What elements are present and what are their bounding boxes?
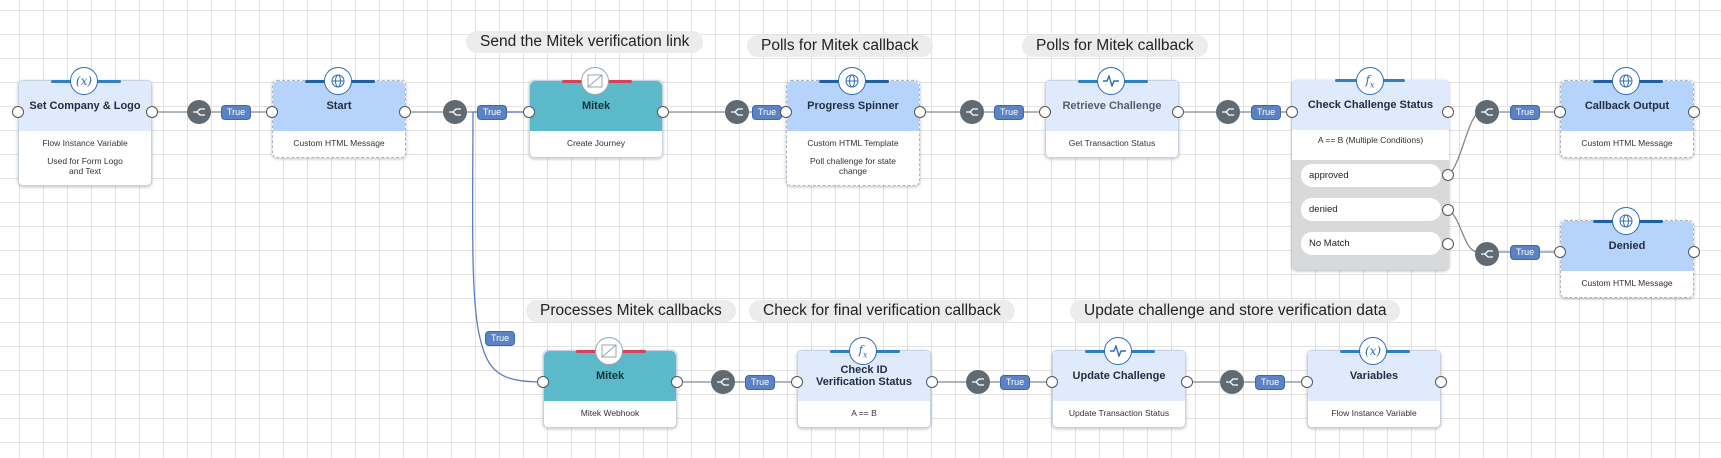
input-port[interactable] <box>266 106 278 118</box>
globe-icon <box>838 67 866 95</box>
node-subtitle: A == B (Multiple Conditions) <box>1292 130 1449 160</box>
true-badge: True <box>485 331 516 346</box>
node-subtitle: Update Transaction Status <box>1068 408 1170 418</box>
node-subtitle: Custom HTML Message <box>1581 278 1673 288</box>
input-port[interactable] <box>1039 106 1051 118</box>
section-label-polls-2: Polls for Mitek callback <box>1022 35 1208 57</box>
true-badge: True <box>1510 245 1541 260</box>
output-port[interactable] <box>399 106 411 118</box>
node-set-company[interactable]: (x) Set Company & Logo Flow Instance Var… <box>18 67 152 186</box>
node-check-challenge-status[interactable]: Check Challenge Status fx A == B (Multip… <box>1292 67 1449 270</box>
switch-icon[interactable] <box>960 100 984 124</box>
node-start[interactable]: Start Custom HTML Message <box>272 67 406 158</box>
output-port-denied[interactable] <box>1442 204 1454 216</box>
function-icon: fx <box>849 337 877 365</box>
node-subtitle: Custom HTML Message <box>1581 138 1673 148</box>
true-badge: True <box>1255 375 1286 390</box>
section-label-processes: Processes Mitek callbacks <box>526 300 736 322</box>
output-port[interactable] <box>914 106 926 118</box>
input-port[interactable] <box>1286 106 1298 118</box>
true-badge: True <box>1510 105 1541 120</box>
output-port[interactable] <box>1172 106 1184 118</box>
node-variables[interactable]: (x) Variables Flow Instance Variable <box>1307 337 1441 428</box>
output-port-approved[interactable] <box>1442 169 1454 181</box>
node-check-id-verification[interactable]: fx Check ID Verification Status A == B <box>797 337 931 428</box>
node-title: Progress Spinner <box>787 81 919 131</box>
section-label-check-final: Check for final verification callback <box>749 300 1015 322</box>
switch-icon[interactable] <box>725 100 749 124</box>
output-port[interactable] <box>1435 376 1447 388</box>
output-port[interactable] <box>1181 376 1193 388</box>
node-description: Poll challenge for state change <box>810 156 896 176</box>
pulse-icon <box>1104 337 1132 365</box>
node-mitek-webhook[interactable]: Mitek Mitek Webhook <box>543 337 677 428</box>
node-update-challenge[interactable]: Update Challenge Update Transaction Stat… <box>1052 337 1186 428</box>
globe-icon <box>324 67 352 95</box>
output-port[interactable] <box>926 376 938 388</box>
variable-icon: (x) <box>1359 337 1387 365</box>
output-port[interactable] <box>671 376 683 388</box>
true-badge: True <box>221 105 252 120</box>
globe-icon <box>1612 67 1640 95</box>
true-badge: True <box>752 105 783 120</box>
output-port-no-match[interactable] <box>1442 238 1454 250</box>
mitek-image-icon <box>581 67 609 95</box>
node-retrieve-challenge[interactable]: Retrieve Challenge Get Transaction Statu… <box>1045 67 1179 158</box>
section-label-update-store: Update challenge and store verification … <box>1070 300 1401 322</box>
node-subtitle: Mitek Webhook <box>580 408 640 418</box>
switch-icon[interactable] <box>443 100 467 124</box>
switch-icon[interactable] <box>1475 100 1499 124</box>
outcome-approved[interactable]: approved <box>1301 164 1441 187</box>
switch-icon[interactable] <box>1475 242 1499 266</box>
input-port[interactable] <box>780 106 792 118</box>
output-port[interactable] <box>146 106 158 118</box>
input-port[interactable] <box>791 376 803 388</box>
node-subtitle: Flow Instance Variable <box>42 138 128 148</box>
section-label-send-link: Send the Mitek verification link <box>466 31 704 53</box>
input-port[interactable] <box>1046 376 1058 388</box>
true-badge: True <box>1251 105 1282 120</box>
switch-icon[interactable] <box>1220 370 1244 394</box>
globe-icon <box>1612 207 1640 235</box>
function-icon: fx <box>1356 67 1384 95</box>
output-port[interactable] <box>1688 246 1700 258</box>
input-port[interactable] <box>523 106 535 118</box>
output-port[interactable] <box>1442 106 1454 118</box>
mitek-image-icon <box>595 337 623 365</box>
true-badge: True <box>994 105 1025 120</box>
node-description: Used for Form Logo and Text <box>47 156 123 176</box>
node-denied[interactable]: Denied Custom HTML Message <box>1560 207 1694 298</box>
node-subtitle: Create Journey <box>566 138 626 148</box>
variable-icon: (x) <box>70 67 98 95</box>
switch-icon[interactable] <box>711 370 735 394</box>
node-mitek-create-journey[interactable]: Mitek Create Journey <box>529 67 663 158</box>
input-port[interactable] <box>1554 106 1566 118</box>
node-subtitle: Get Transaction Status <box>1068 138 1156 148</box>
switch-icon[interactable] <box>1216 100 1240 124</box>
section-label-polls-1: Polls for Mitek callback <box>747 35 933 57</box>
input-port[interactable] <box>12 106 24 118</box>
pulse-icon <box>1097 67 1125 95</box>
switch-icon[interactable] <box>187 100 211 124</box>
node-subtitle: Custom HTML Template <box>807 138 899 148</box>
outcome-denied[interactable]: denied <box>1301 198 1441 221</box>
node-progress-spinner[interactable]: Progress Spinner Custom HTML Template Po… <box>786 67 920 186</box>
node-subtitle: A == B <box>851 408 877 418</box>
node-subtitle: Custom HTML Message <box>293 138 385 148</box>
true-badge: True <box>1000 375 1031 390</box>
switch-icon[interactable] <box>966 370 990 394</box>
input-port[interactable] <box>537 376 549 388</box>
node-subtitle: Flow Instance Variable <box>1331 408 1417 418</box>
true-badge: True <box>745 375 776 390</box>
input-port[interactable] <box>1554 246 1566 258</box>
output-port[interactable] <box>1688 106 1700 118</box>
node-callback-output[interactable]: Callback Output Custom HTML Message <box>1560 67 1694 158</box>
outcome-no-match[interactable]: No Match <box>1301 232 1441 255</box>
input-port[interactable] <box>1301 376 1313 388</box>
true-badge: True <box>477 105 508 120</box>
output-port[interactable] <box>657 106 669 118</box>
